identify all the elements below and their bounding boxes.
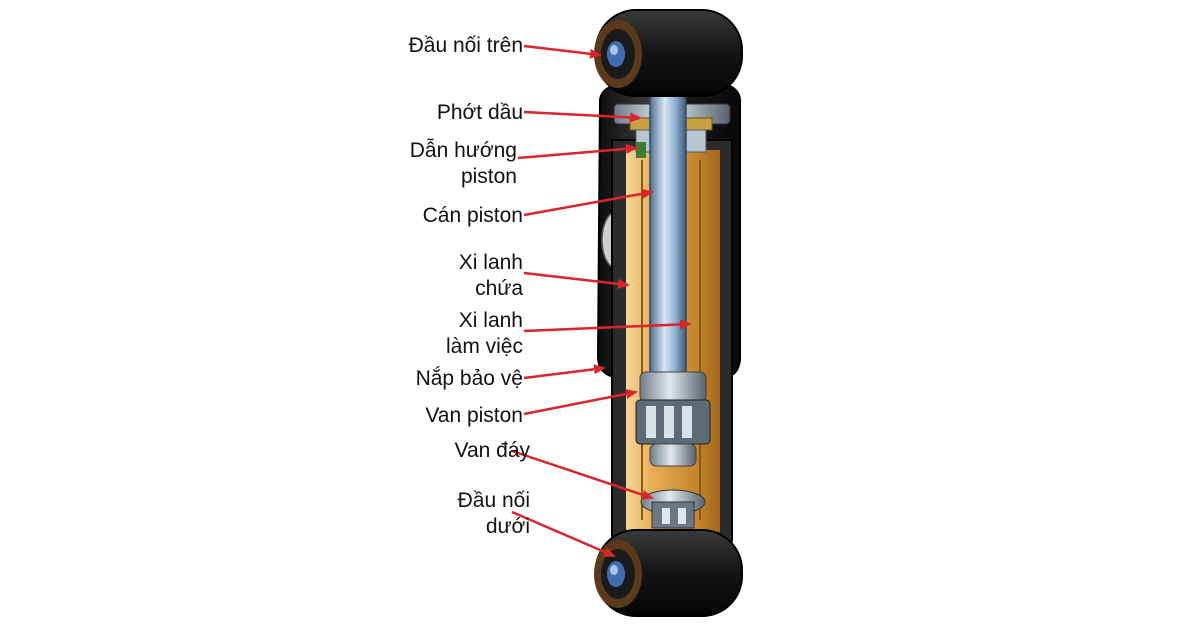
- label-upper-mount-line: Đầu nối trên: [408, 34, 523, 57]
- arrow-working-cylinder: [523, 319, 692, 333]
- label-oil-seal: Phớt dầu: [437, 100, 523, 126]
- label-protective-cover-line: Nắp bảo vệ: [415, 367, 523, 390]
- piston-rod-shape: [649, 95, 687, 387]
- arrow-protective-cover: [523, 364, 606, 380]
- label-piston-guide: Dẫn hướng piston: [410, 138, 517, 190]
- label-lower-mount: Đầu nối dưới: [458, 488, 530, 540]
- label-lower-mount-line: dưới: [485, 515, 530, 538]
- leader-arrows: [511, 44, 692, 558]
- label-oil-seal-line: Phớt dầu: [436, 101, 523, 124]
- label-base-valve-line: Van đáy: [454, 439, 531, 462]
- label-lower-mount-line: Đầu nối: [457, 489, 530, 512]
- label-reservoir-cylinder: Xi lanh chứa: [459, 250, 523, 302]
- label-protective-cover: Nắp bảo vệ: [416, 366, 523, 392]
- arrow-piston-rod: [523, 188, 654, 217]
- upper-mount-bushing: [594, 9, 743, 97]
- lower-mount-bushing: [594, 529, 743, 617]
- arrow-reservoir-cylinder: [523, 271, 630, 289]
- label-reservoir-cylinder-line: chứa: [475, 277, 523, 300]
- arrow-upper-mount: [523, 44, 602, 59]
- piston-body: [639, 371, 707, 403]
- label-upper-mount: Đầu nối trên: [409, 33, 523, 59]
- arrow-piston-guide: [517, 143, 638, 160]
- label-piston-rod-line: Cán piston: [422, 204, 523, 227]
- label-piston-valve: Van piston: [425, 403, 523, 429]
- arrow-base-valve: [511, 449, 654, 500]
- label-working-cylinder-line: làm việc: [445, 335, 523, 358]
- label-piston-guide-line: Dẫn hướng: [409, 139, 517, 162]
- arrow-piston-valve: [523, 389, 638, 416]
- label-base-valve: Van đáy: [455, 438, 531, 464]
- arrow-lower-mount: [511, 510, 616, 558]
- label-working-cylinder-line: Xi lanh: [458, 309, 523, 332]
- label-piston-valve-line: Van piston: [425, 404, 523, 427]
- label-reservoir-cylinder-line: Xi lanh: [458, 251, 523, 274]
- label-working-cylinder: Xi lanh làm việc: [446, 308, 523, 360]
- arrow-oil-seal: [523, 110, 642, 123]
- label-piston-guide-line: piston: [460, 165, 517, 188]
- label-piston-rod: Cán piston: [423, 203, 523, 229]
